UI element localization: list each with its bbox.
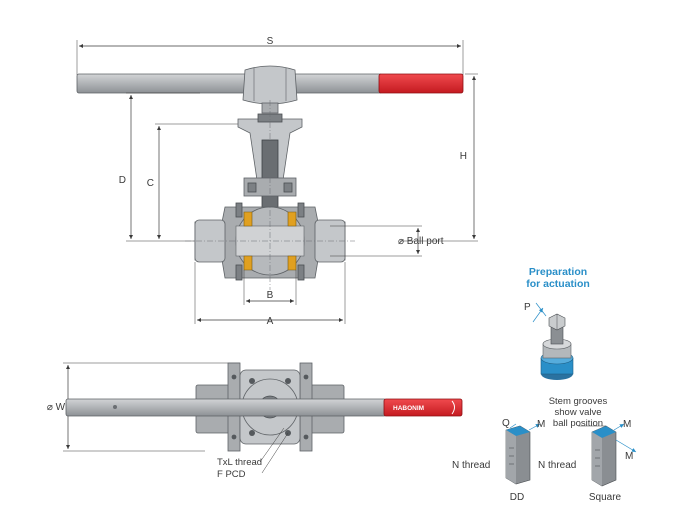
- b-dimension: B: [243, 270, 297, 305]
- d-dimension: D: [119, 92, 200, 242]
- actuation-heading-line2: for actuation: [526, 278, 590, 290]
- a-dimension: A: [194, 262, 346, 327]
- actuation-panel: Preparation for actuation P Stem grooves…: [452, 266, 637, 503]
- d-label: D: [119, 175, 126, 186]
- brand-logo: HABONIM: [393, 405, 424, 412]
- square-stem: [591, 425, 617, 487]
- seat-upper-left: [243, 211, 253, 227]
- handle-grip-plan: [383, 398, 463, 417]
- m-label-dd: M: [537, 419, 545, 430]
- dd-label: DD: [510, 492, 524, 503]
- m-label-square-side: M: [625, 451, 633, 462]
- seat-upper-right: [287, 211, 297, 227]
- handle-bar: [76, 73, 383, 94]
- q-label: Q: [502, 418, 510, 429]
- plan-view: ⌀ W HABONIM TxL thread F PCD: [47, 362, 463, 480]
- w-label: ⌀ W: [47, 402, 66, 413]
- ball-port-dimension: ⌀ Ball port: [330, 225, 444, 257]
- square-label: Square: [589, 492, 622, 503]
- note-line1: Stem grooves: [549, 396, 608, 407]
- c-label: C: [147, 178, 154, 189]
- ball-port-label: ⌀ Ball port: [398, 236, 444, 247]
- n-thread-label-dd: N thread: [452, 460, 490, 471]
- s-dimension: S: [76, 36, 464, 75]
- note-line2: show valve: [555, 407, 602, 418]
- a-label: A: [267, 316, 274, 327]
- pcd-label: F PCD: [217, 469, 246, 480]
- p-label: P: [524, 302, 531, 313]
- seat-lower-right: [287, 255, 297, 271]
- note-line3: ball position: [553, 418, 603, 429]
- h-dimension: H: [400, 73, 478, 242]
- actuation-heading-line1: Preparation: [529, 266, 587, 278]
- c-dimension: C: [147, 123, 238, 239]
- m-label-square-top: M: [623, 419, 631, 430]
- handle-hub: [242, 65, 298, 105]
- b-label: B: [267, 290, 274, 301]
- seat-lower-left: [243, 255, 253, 271]
- handle-grip: [378, 73, 464, 94]
- h-label: H: [460, 151, 467, 162]
- thread-label: TxL thread: [217, 457, 262, 468]
- n-thread-label-square: N thread: [538, 460, 576, 471]
- s-label: S: [267, 36, 274, 47]
- front-view: S H D C: [76, 36, 478, 327]
- stem-model: [540, 313, 574, 380]
- dd-stem: [505, 425, 531, 485]
